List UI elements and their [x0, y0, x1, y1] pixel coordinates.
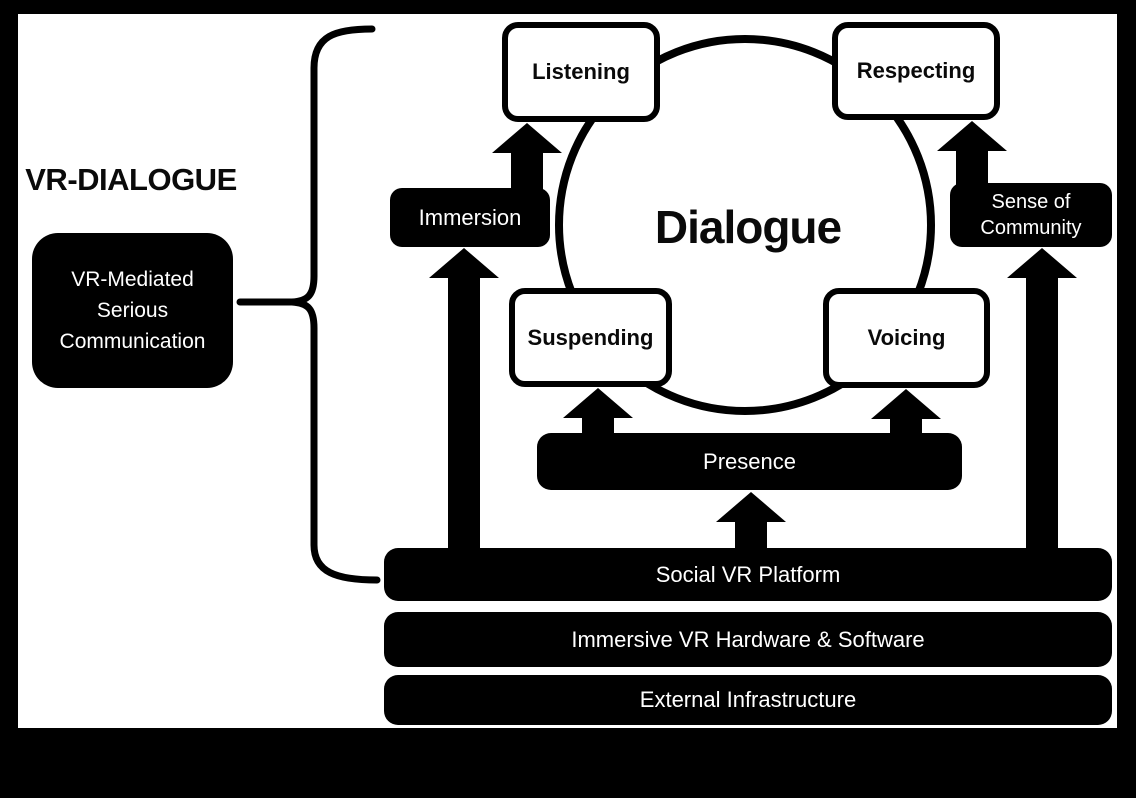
concept-line-1: VR-Mediated — [71, 268, 194, 291]
bar-social-vr-platform: Social VR Platform — [384, 548, 1112, 601]
bar-presence: Presence — [537, 433, 962, 490]
dialogue-center-label: Dialogue — [654, 201, 842, 253]
arrow-platform-to-community-icon — [1007, 248, 1077, 555]
sense-of-community-label: Sense of Community — [980, 189, 1081, 241]
box-sense-of-community: Sense of Community — [950, 183, 1112, 247]
bar-external-infrastructure: External Infrastructure — [384, 675, 1112, 725]
sense-of-community-line-1: Sense of — [991, 191, 1071, 213]
arrow-community-to-respecting-icon — [937, 121, 1007, 192]
arrow-presence-to-suspending-icon — [563, 388, 633, 440]
node-voicing: Voicing — [823, 288, 990, 388]
page-title: VR-DIALOGUE — [25, 162, 237, 197]
concept-box-label: VR-Mediated Serious Communication — [60, 264, 206, 357]
box-immersion: Immersion — [390, 188, 550, 247]
node-respecting: Respecting — [832, 22, 1000, 120]
concept-box: VR-Mediated Serious Communication — [32, 233, 233, 388]
concept-line-3: Communication — [59, 330, 206, 353]
arrow-platform-to-presence-icon — [716, 492, 786, 555]
concept-line-2: Serious — [96, 299, 169, 322]
arrow-presence-to-voicing-icon — [871, 389, 941, 440]
dialogue-circle — [555, 35, 935, 415]
sense-of-community-line-2: Community — [980, 217, 1082, 239]
arrow-immersion-to-listening-icon — [492, 123, 562, 195]
grouping-brace — [291, 25, 381, 584]
node-suspending: Suspending — [509, 288, 672, 387]
arrow-platform-to-immersion-icon — [429, 248, 499, 555]
node-listening: Listening — [502, 22, 660, 122]
bar-immersive-vr-hardware-software: Immersive VR Hardware & Software — [384, 612, 1112, 667]
